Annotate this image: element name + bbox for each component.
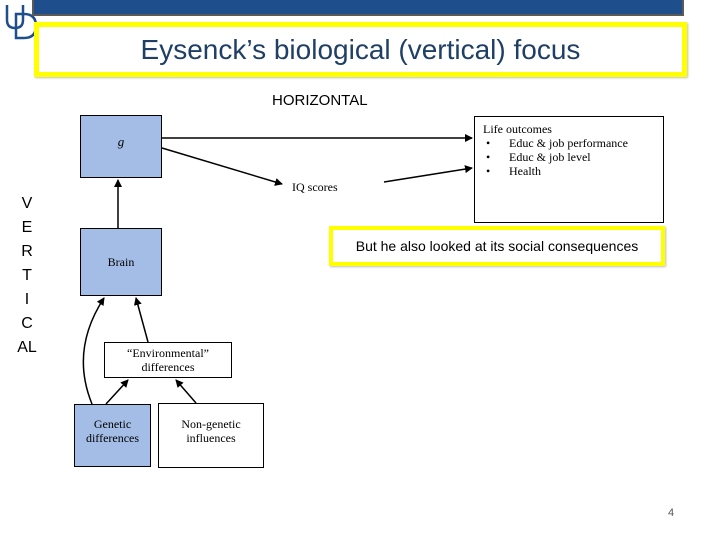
nongenetic-label-line1: Non-genetic (181, 416, 241, 431)
vertical-letter: R (21, 243, 33, 260)
vertical-letter: AL (17, 339, 37, 356)
g-box: g (80, 115, 162, 178)
genetic-differences-box: Genetic differences (74, 404, 151, 467)
brain-label: Brain (107, 254, 135, 269)
page-number: 4 (668, 507, 675, 519)
life-outcomes-list: Educ & job performance Educ & job level … (483, 136, 663, 178)
list-item: Educ & job level (483, 150, 663, 164)
vertical-letter: V (21, 195, 33, 212)
genetic-label-line1: Genetic (93, 416, 132, 431)
vertical-letter: T (22, 267, 32, 284)
arrow-environmental-to-brain (133, 297, 149, 343)
life-outcomes-box: Life outcomes Educ & job performance Edu… (474, 116, 664, 223)
vertical-letter: I (24, 291, 30, 308)
g-label: g (117, 133, 125, 149)
arrow-g-to-iq (161, 147, 283, 186)
callout-text: But he also looked at its social consequ… (355, 238, 639, 254)
arrow-iq-to-life-outcomes (383, 165, 473, 183)
list-item: Educ & job performance (483, 136, 663, 150)
arrow-nongenetic-to-environmental (175, 379, 197, 404)
environmental-label-line1: “Environmental” (127, 346, 209, 360)
header-bar (32, 0, 684, 16)
slide-title-frame: Eysenck’s biological (vertical) focus (34, 22, 687, 77)
life-outcomes-heading: Life outcomes (483, 122, 552, 136)
vertical-axis-label: V E R T I C AL (14, 192, 40, 360)
vertical-letter: E (21, 219, 33, 236)
brain-box: Brain (80, 228, 162, 296)
iq-scores-label: IQ scores (292, 180, 338, 194)
nongenetic-label-line2: influences (186, 430, 236, 445)
slide-title: Eysenck’s biological (vertical) focus (140, 33, 581, 65)
arrow-genetic-to-environmental (105, 379, 129, 405)
list-item: Health (483, 164, 663, 178)
environmental-differences-box: “Environmental” differences (104, 342, 232, 378)
genetic-label-line2: differences (85, 430, 140, 445)
vertical-letter: C (21, 315, 33, 332)
arrow-genetic-to-brain (82, 297, 105, 405)
environmental-label-line2: differences (141, 360, 195, 374)
social-consequences-callout: But he also looked at its social consequ… (329, 226, 665, 266)
horizontal-axis-label: HORIZONTAL (272, 92, 368, 109)
non-genetic-influences-box: Non-genetic influences (158, 403, 264, 468)
